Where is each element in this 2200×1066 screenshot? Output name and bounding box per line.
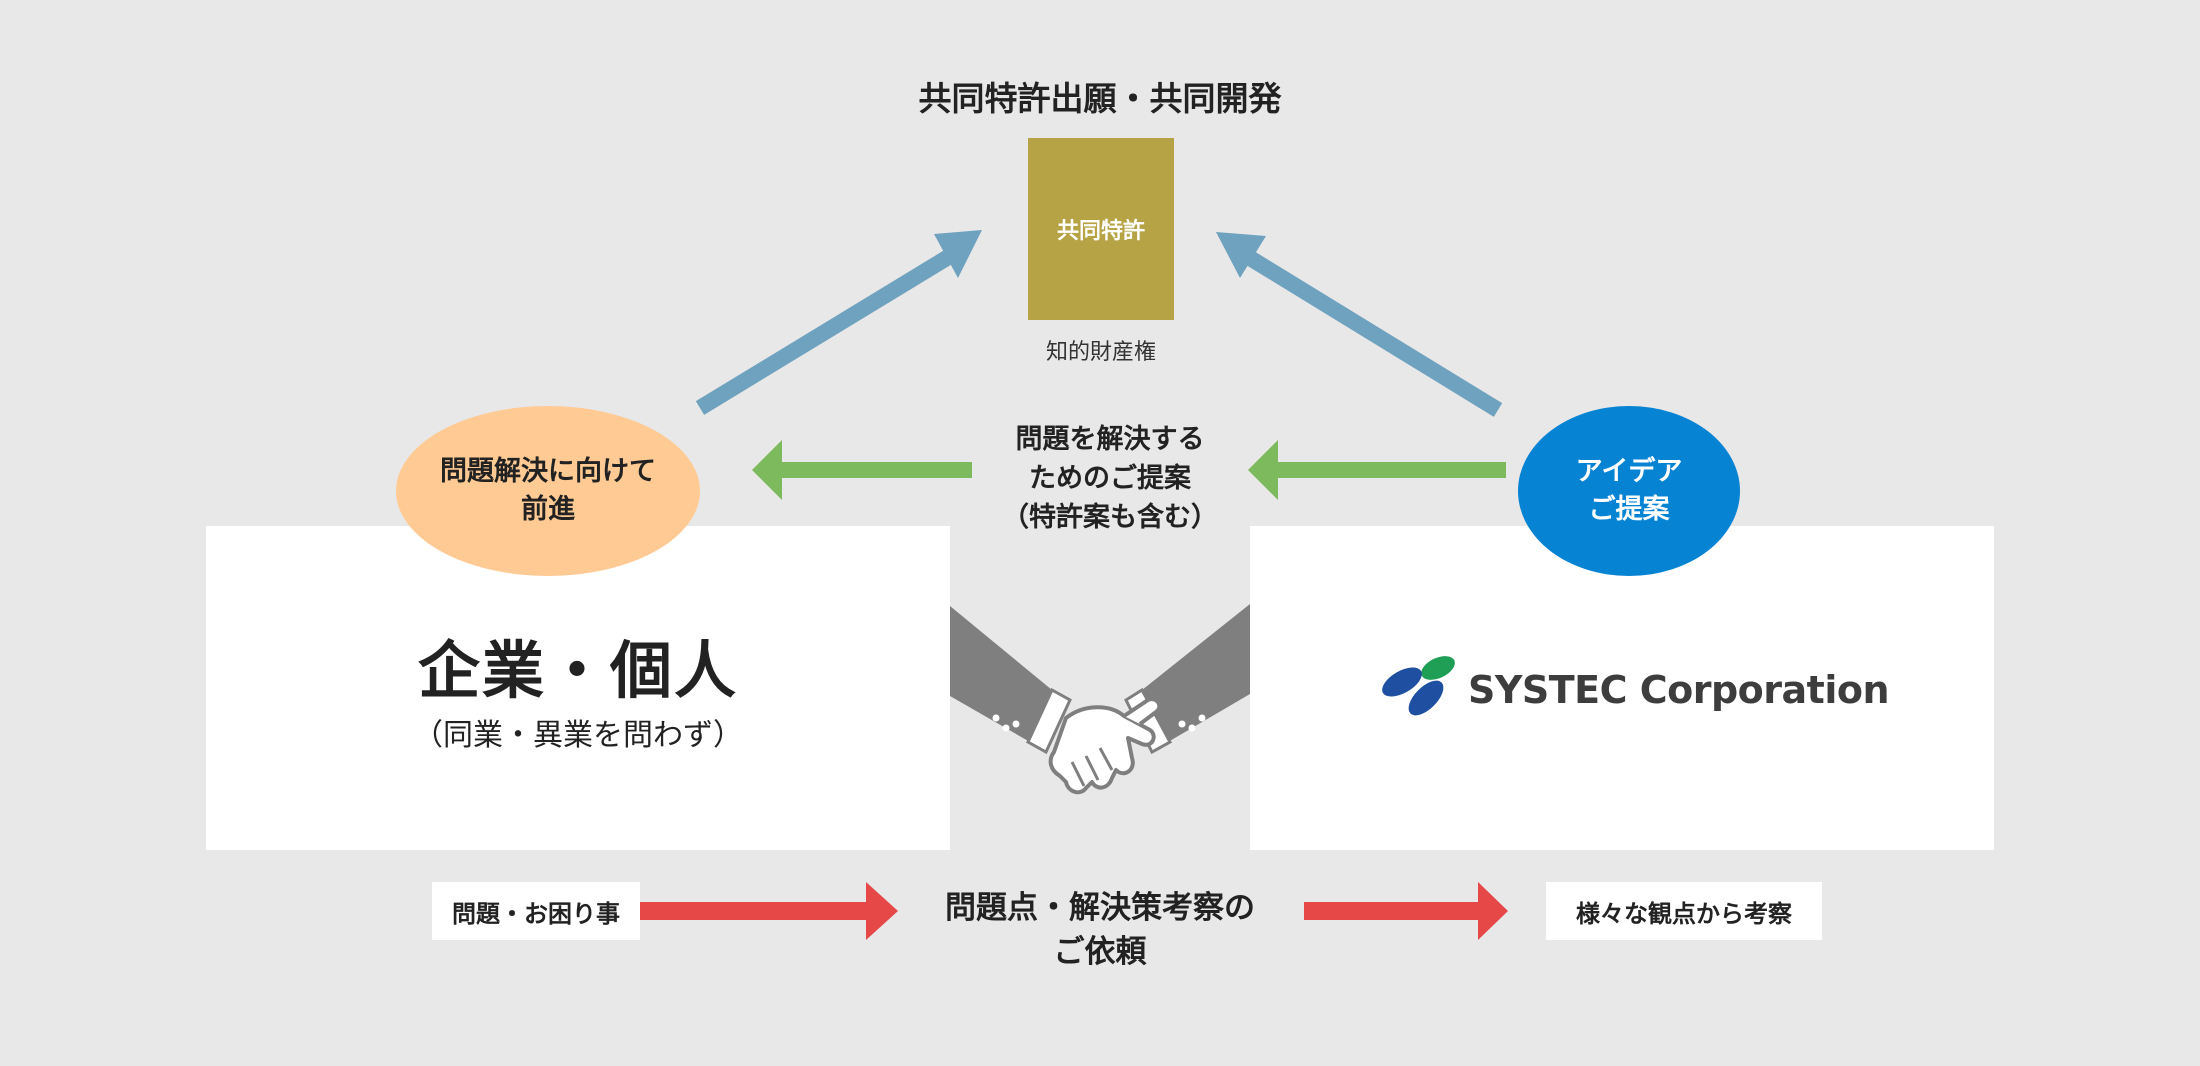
blue-arrow-right	[1216, 232, 1503, 417]
perspective-label: 様々な観点から考察	[1546, 882, 1822, 940]
right-panel-systec	[1250, 526, 1994, 850]
proposal-caption: 問題を解決する ためのご提案 （特許案も含む）	[960, 420, 1260, 537]
proposal-caption-line2: ためのご提案	[1029, 463, 1191, 494]
idea-ellipse-line2: ご提案	[1588, 494, 1670, 525]
progress-ellipse: 問題解決に向けて 前進	[396, 406, 700, 576]
blue-arrow-left	[695, 230, 982, 415]
green-arrow-right	[1248, 440, 1506, 500]
systec-logo-text: SYSTEC Corporation	[1468, 668, 1890, 712]
request-caption-line2: ご依頼	[1053, 934, 1147, 970]
proposal-caption-line3: （特許案も含む）	[1002, 502, 1218, 533]
joint-patent-document: 共同特許	[1028, 138, 1174, 320]
red-arrow-right	[1304, 882, 1508, 940]
page-title: 共同特許出願・共同開発	[918, 79, 1282, 118]
idea-proposal-ellipse: アイデア ご提案	[1518, 406, 1740, 576]
progress-ellipse-line1: 問題解決に向けて	[440, 456, 656, 487]
request-caption: 問題点・解決策考察の ご依頼	[900, 886, 1300, 974]
systec-logo-mark	[1382, 656, 1455, 716]
company-individual-title: 企業・個人	[417, 634, 738, 707]
company-individual-subtitle: （同業・異業を問わず）	[413, 718, 743, 753]
left-panel-company-individual	[206, 526, 950, 850]
handshake-icon	[950, 604, 1250, 795]
proposal-caption-line1: 問題を解決する	[1015, 424, 1205, 455]
request-caption-line1: 問題点・解決策考察の	[945, 890, 1255, 926]
problems-label: 問題・お困り事	[432, 882, 640, 940]
green-arrow-left	[752, 440, 972, 500]
ip-caption: 知的財産権	[1045, 340, 1156, 365]
progress-ellipse-line2: 前進	[521, 494, 575, 525]
idea-ellipse-line1: アイデア	[1575, 456, 1683, 487]
red-arrow-left	[640, 882, 898, 940]
